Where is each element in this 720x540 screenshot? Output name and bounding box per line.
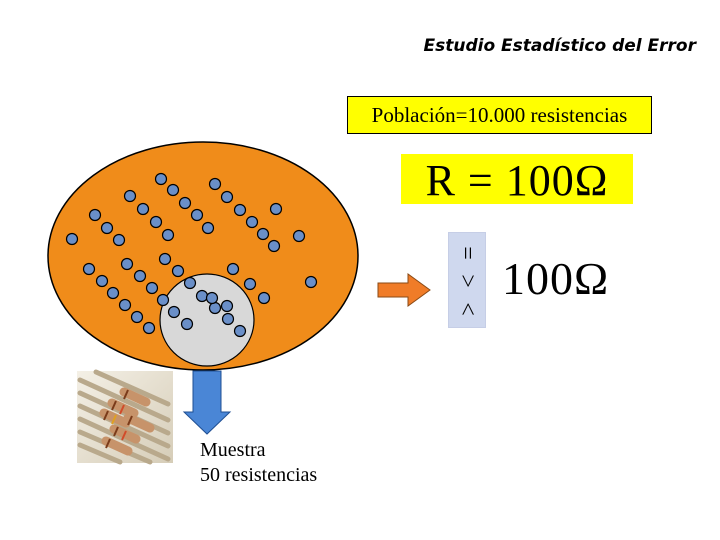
resistors-photo xyxy=(77,369,173,465)
orange-arrow xyxy=(377,273,431,307)
sample-label-line2: 50 resistencias xyxy=(200,464,318,486)
resistor-dots xyxy=(65,172,318,338)
blue-down-arrow xyxy=(182,370,232,435)
population-label: Población=10.000 resistencias xyxy=(347,96,652,134)
reference-value: 100Ω xyxy=(502,253,610,304)
operator-less: < xyxy=(454,302,480,316)
slide-title: Estudio Estadístico del Error xyxy=(423,36,696,56)
comparison-operators: = > < xyxy=(448,232,486,328)
sample-ellipse xyxy=(159,273,255,367)
sample-label-line1: Muestra xyxy=(200,439,266,461)
resistance-formula: R = 100Ω xyxy=(401,154,633,205)
sample-label: Muestra 50 resistencias xyxy=(200,438,317,488)
